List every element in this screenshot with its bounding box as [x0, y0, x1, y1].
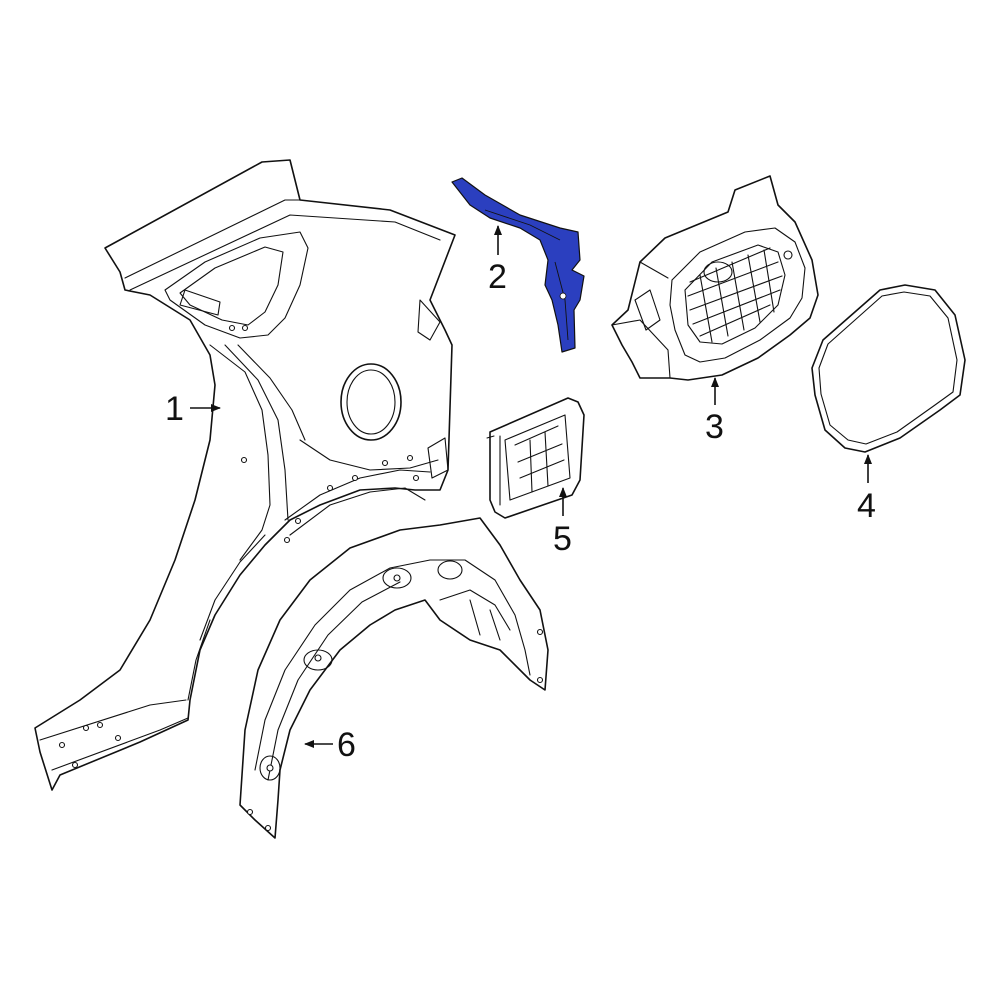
part-1-quarter-panel[interactable] — [34, 159, 456, 791]
callout-label-4: 4 — [857, 487, 876, 525]
part-6-wheel-liner[interactable] — [239, 517, 549, 839]
part-3-fuel-housing[interactable] — [611, 175, 819, 381]
callout-5: 5 — [553, 487, 572, 558]
callout-label-6: 6 — [337, 726, 356, 764]
callout-4: 4 — [857, 454, 876, 525]
part-2-bracket[interactable] — [451, 177, 585, 353]
part-5-vent-plate[interactable] — [486, 397, 585, 519]
callout-1: 1 — [165, 390, 221, 428]
callout-6: 6 — [304, 726, 356, 764]
callout-label-2: 2 — [488, 258, 507, 296]
callout-2: 2 — [488, 225, 507, 296]
part-4-fuel-door[interactable] — [811, 284, 966, 453]
callout-label-3: 3 — [705, 408, 724, 446]
callout-label-1: 1 — [165, 390, 184, 428]
callout-3: 3 — [705, 377, 724, 446]
callout-label-5: 5 — [553, 520, 572, 558]
